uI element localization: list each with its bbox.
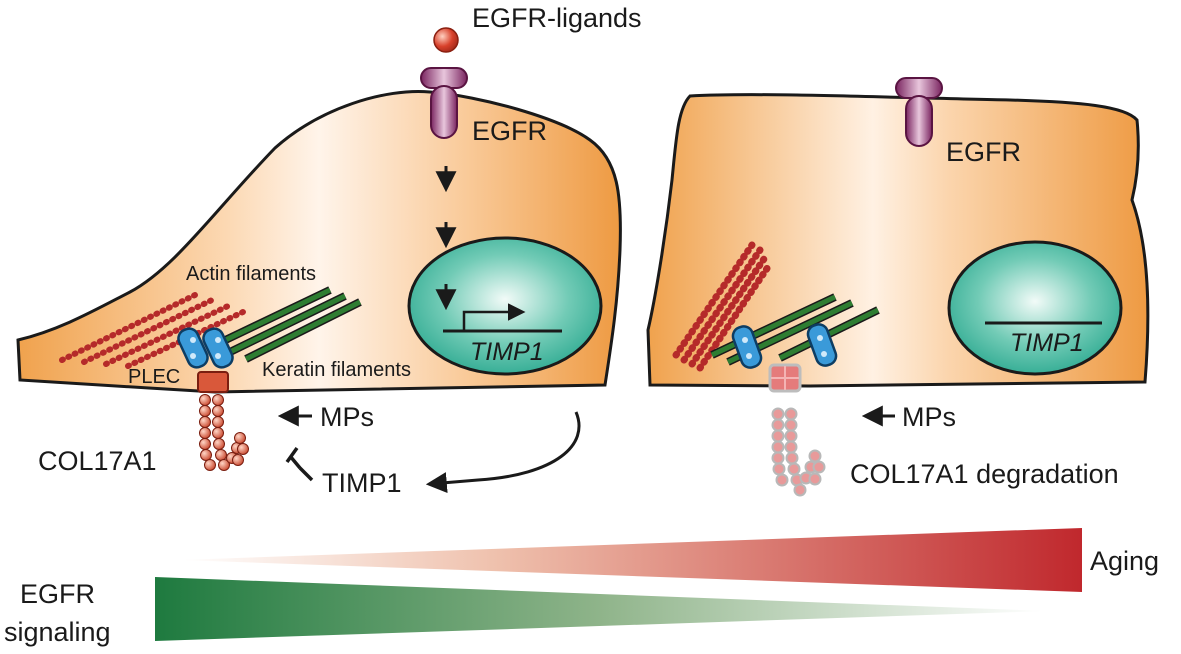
right-cell: TIMP1 EGFR — [646, 77, 1150, 497]
egfr-ligand — [433, 27, 459, 53]
actin-filaments-right — [672, 241, 774, 372]
left-cell: TIMP1 EGFR-ligands EGFR Actin filaments — [16, 3, 642, 498]
egfr-ligands-label: EGFR-ligands — [472, 3, 642, 33]
timp1-inhibition — [285, 446, 314, 482]
col17a1-degradation-label: COL17A1 degradation — [850, 459, 1119, 489]
timp1-gene-label-left: TIMP1 — [470, 338, 544, 366]
plec-label: PLEC — [128, 366, 180, 388]
plec-right — [731, 323, 838, 369]
timp1-secretion-arrow — [425, 411, 581, 494]
mps-label-left: MPs — [320, 402, 374, 432]
timp1-protein-label: TIMP1 — [322, 468, 402, 498]
egfr-signaling-label-line1: EGFR — [20, 579, 95, 609]
egfr-receptor-left — [420, 67, 468, 139]
egfr-receptor-right — [895, 77, 943, 147]
aging-wedge — [180, 528, 1082, 592]
col17a1-left — [197, 371, 249, 471]
egfr-signaling-label-line2: signaling — [4, 617, 111, 647]
left-nucleus — [407, 236, 603, 376]
aging-label: Aging — [1090, 546, 1159, 576]
actin-filaments-label: Actin filaments — [186, 263, 316, 285]
keratin-filaments-left-fill — [213, 287, 362, 362]
col17a1-label: COL17A1 — [38, 446, 157, 476]
timp1-gene-label-right: TIMP1 — [1010, 329, 1084, 357]
plec-left — [177, 327, 234, 369]
egfr-label-left: EGFR — [472, 116, 547, 146]
keratin-filaments-label: Keratin filaments — [262, 359, 411, 381]
col17a1-degraded — [768, 363, 826, 497]
transcription-start-arrow — [462, 303, 526, 330]
egfr-label-right: EGFR — [946, 137, 1021, 167]
mps-label-right: MPs — [902, 402, 956, 432]
right-nucleus — [947, 240, 1123, 376]
egfr-signaling-wedge — [155, 577, 1045, 641]
